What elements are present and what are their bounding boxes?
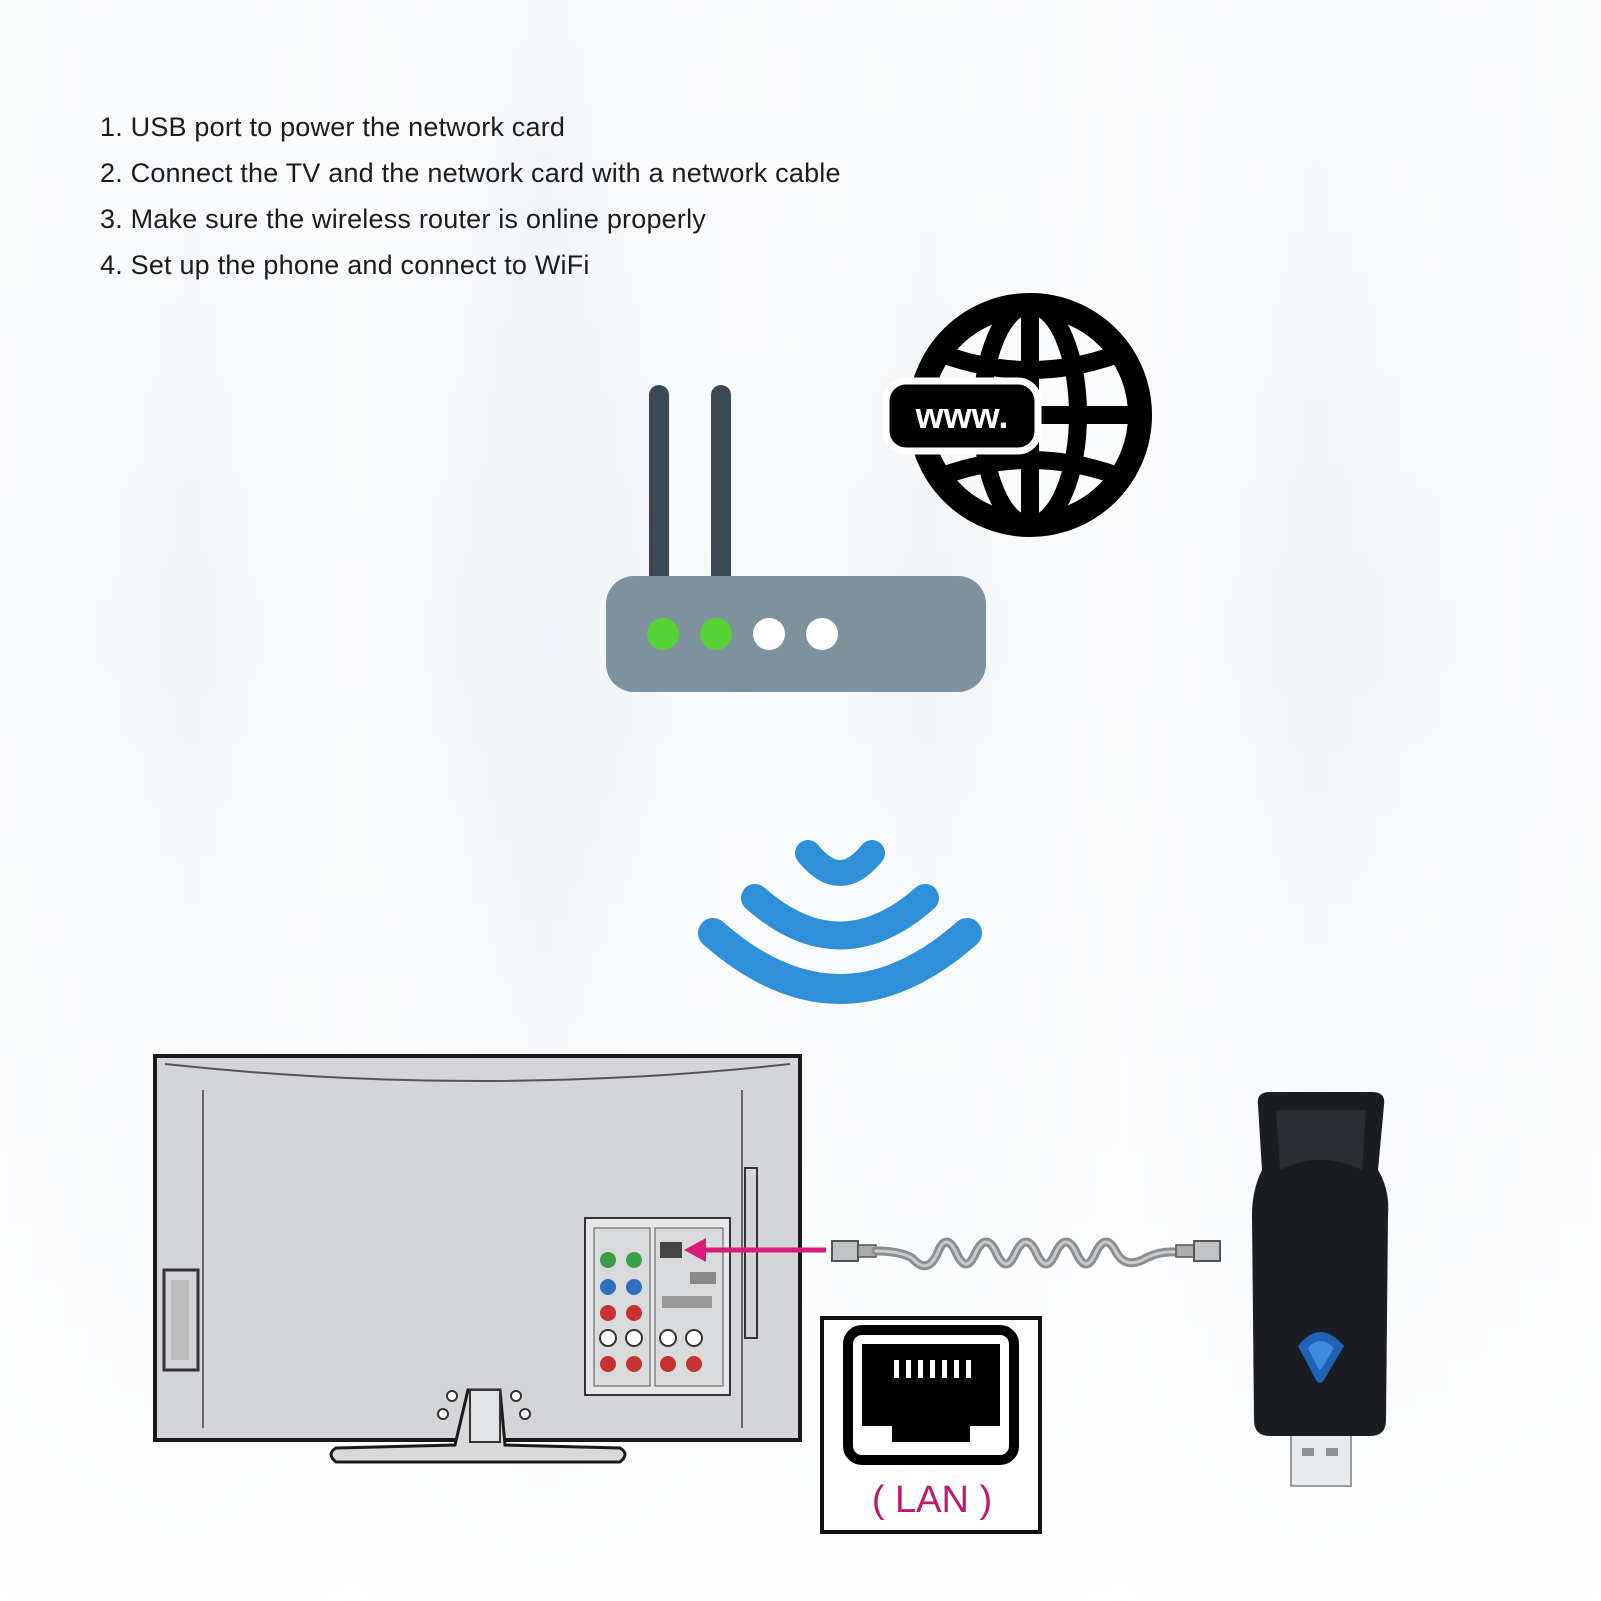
router-led bbox=[806, 618, 838, 650]
www-badge bbox=[882, 377, 1042, 455]
router-led bbox=[753, 618, 785, 650]
step-item: 3. Make sure the wireless router is onli… bbox=[100, 204, 706, 234]
router-antenna-left bbox=[649, 385, 669, 585]
step-item: 1. USB port to power the network card bbox=[100, 112, 566, 142]
router-icon bbox=[606, 385, 986, 692]
arrow-icon bbox=[684, 1238, 826, 1262]
router-body bbox=[606, 576, 986, 692]
ethernet-cable-icon bbox=[831, 1237, 1221, 1271]
router-led bbox=[700, 618, 732, 650]
router-leds bbox=[647, 618, 838, 650]
router-antenna-right bbox=[711, 385, 731, 585]
lan-port-icon: ( LAN ) bbox=[820, 1316, 1042, 1534]
instruction-list: 1. USB port to power the network card 2.… bbox=[100, 104, 841, 288]
globe-www-icon: www. bbox=[882, 293, 1152, 537]
wifi-signal-icon bbox=[698, 840, 982, 1004]
lan-label: ( LAN ) bbox=[872, 1479, 992, 1521]
step-item: 4. Set up the phone and connect to WiFi bbox=[100, 250, 590, 280]
www-label: www. bbox=[915, 395, 1009, 436]
usb-wifi-dongle-icon bbox=[1252, 1092, 1389, 1487]
tv-back-icon bbox=[153, 1054, 802, 1464]
router-led bbox=[647, 618, 679, 650]
step-item: 2. Connect the TV and the network card w… bbox=[100, 158, 841, 188]
